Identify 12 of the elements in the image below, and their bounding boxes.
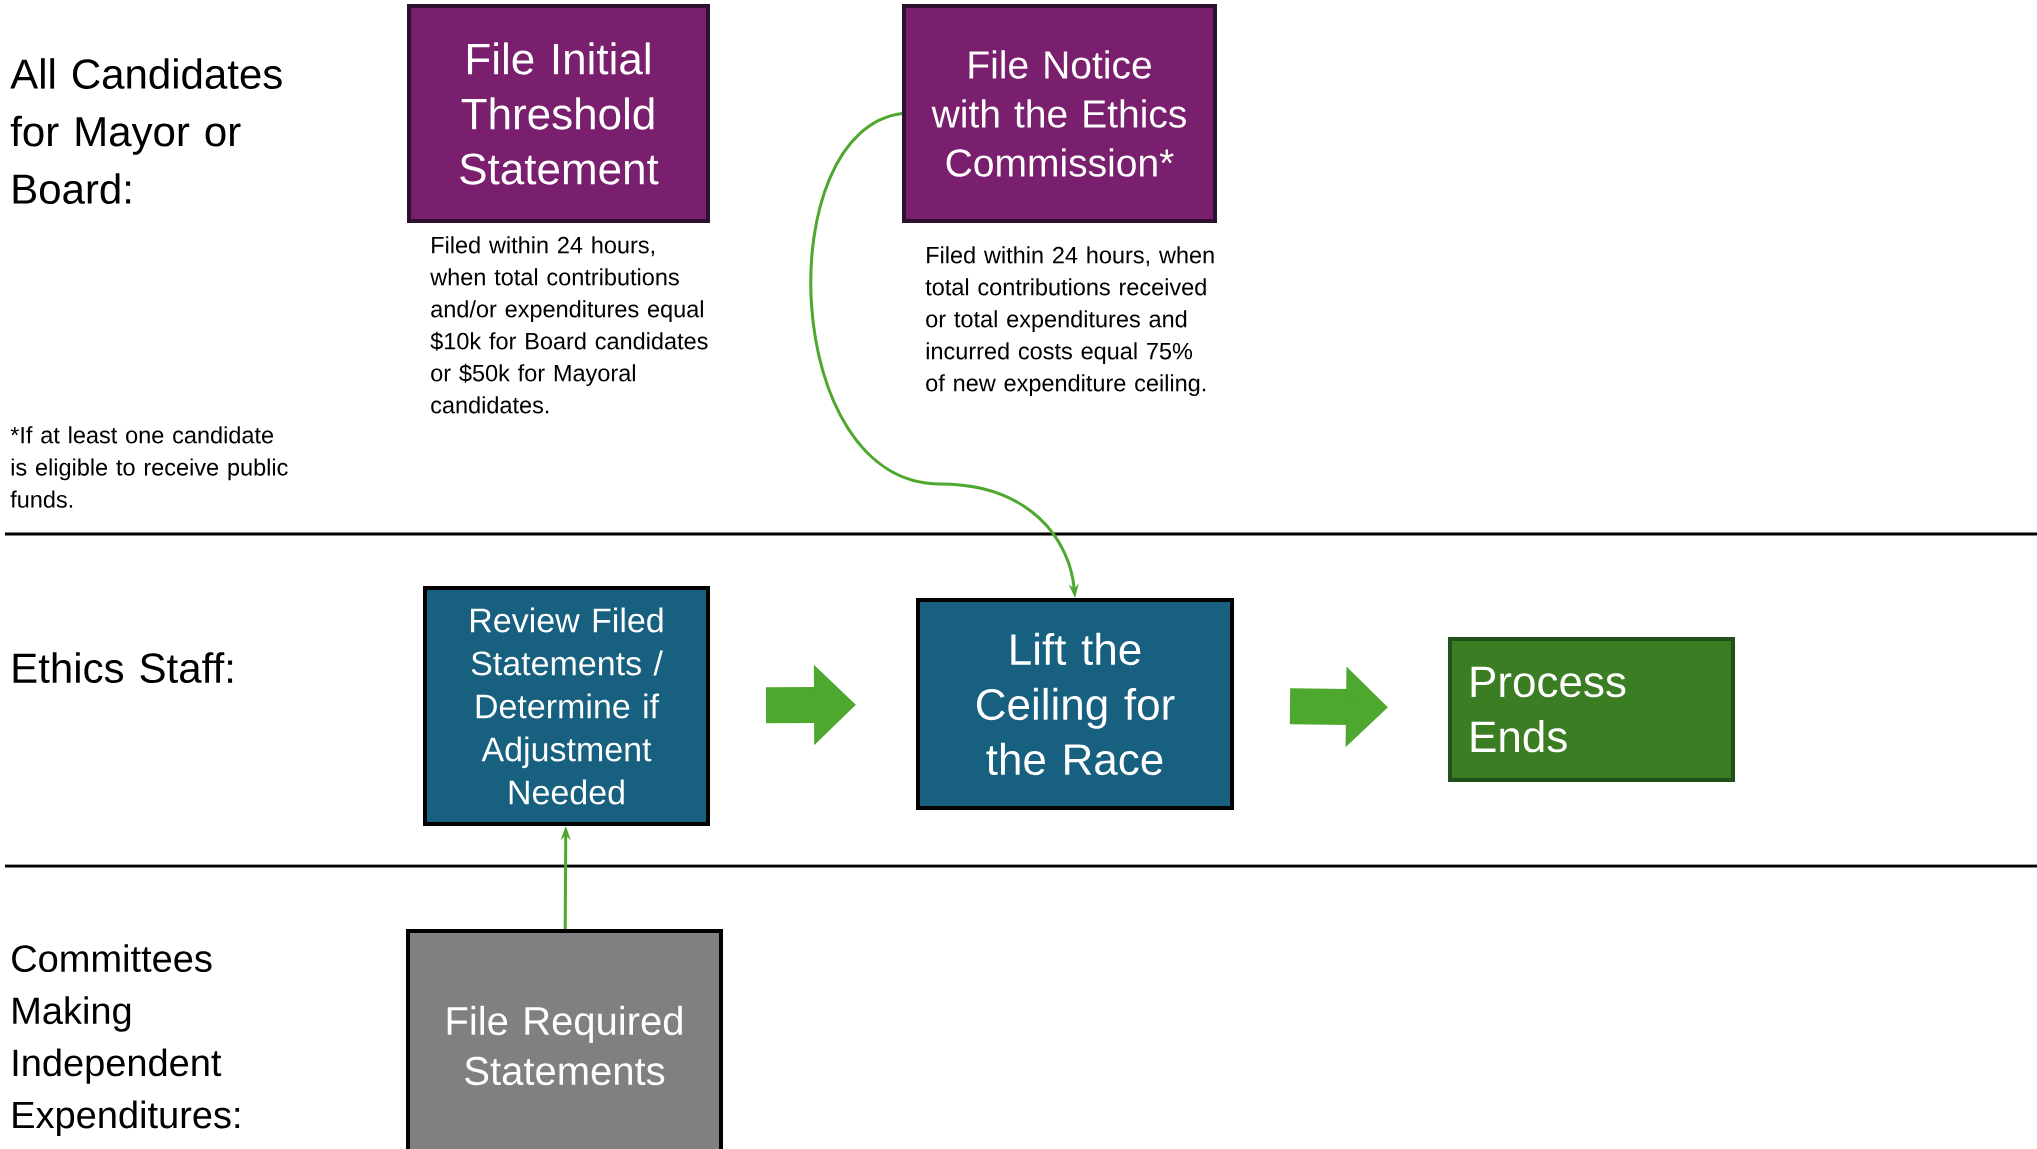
process-box: Process Ends [1448,637,1735,782]
process-box: File Initial Threshold Statement [407,4,710,223]
lane-label: All Candidates for Mayor or Board: [10,58,282,205]
process-box: File Required Statements [406,929,723,1149]
caption-text: Filed within 24 hours, when total contributions and/or expenditures equal $10k for Board candidates or $50k for Mayoral candidates. [430,236,708,414]
process-box: Lift the Ceiling for the Race [916,598,1234,810]
process-box: Review Filed Statements / Determine if Adjustment Needed [423,586,710,826]
caption-text: Filed within 24 hours, when total contributions received or total expenditures and incurred costs equal 75% of new expenditure ceiling. [925,246,1214,397]
process-box: File Notice with the Ethics Commission* [902,4,1217,223]
lane-label: Ethics Staff: [13,652,233,684]
lane-label: Committees Making Independent Expenditures: [12,944,240,1136]
lane-label: *If at least one candidate is eligible to receive public funds. [10,426,288,508]
